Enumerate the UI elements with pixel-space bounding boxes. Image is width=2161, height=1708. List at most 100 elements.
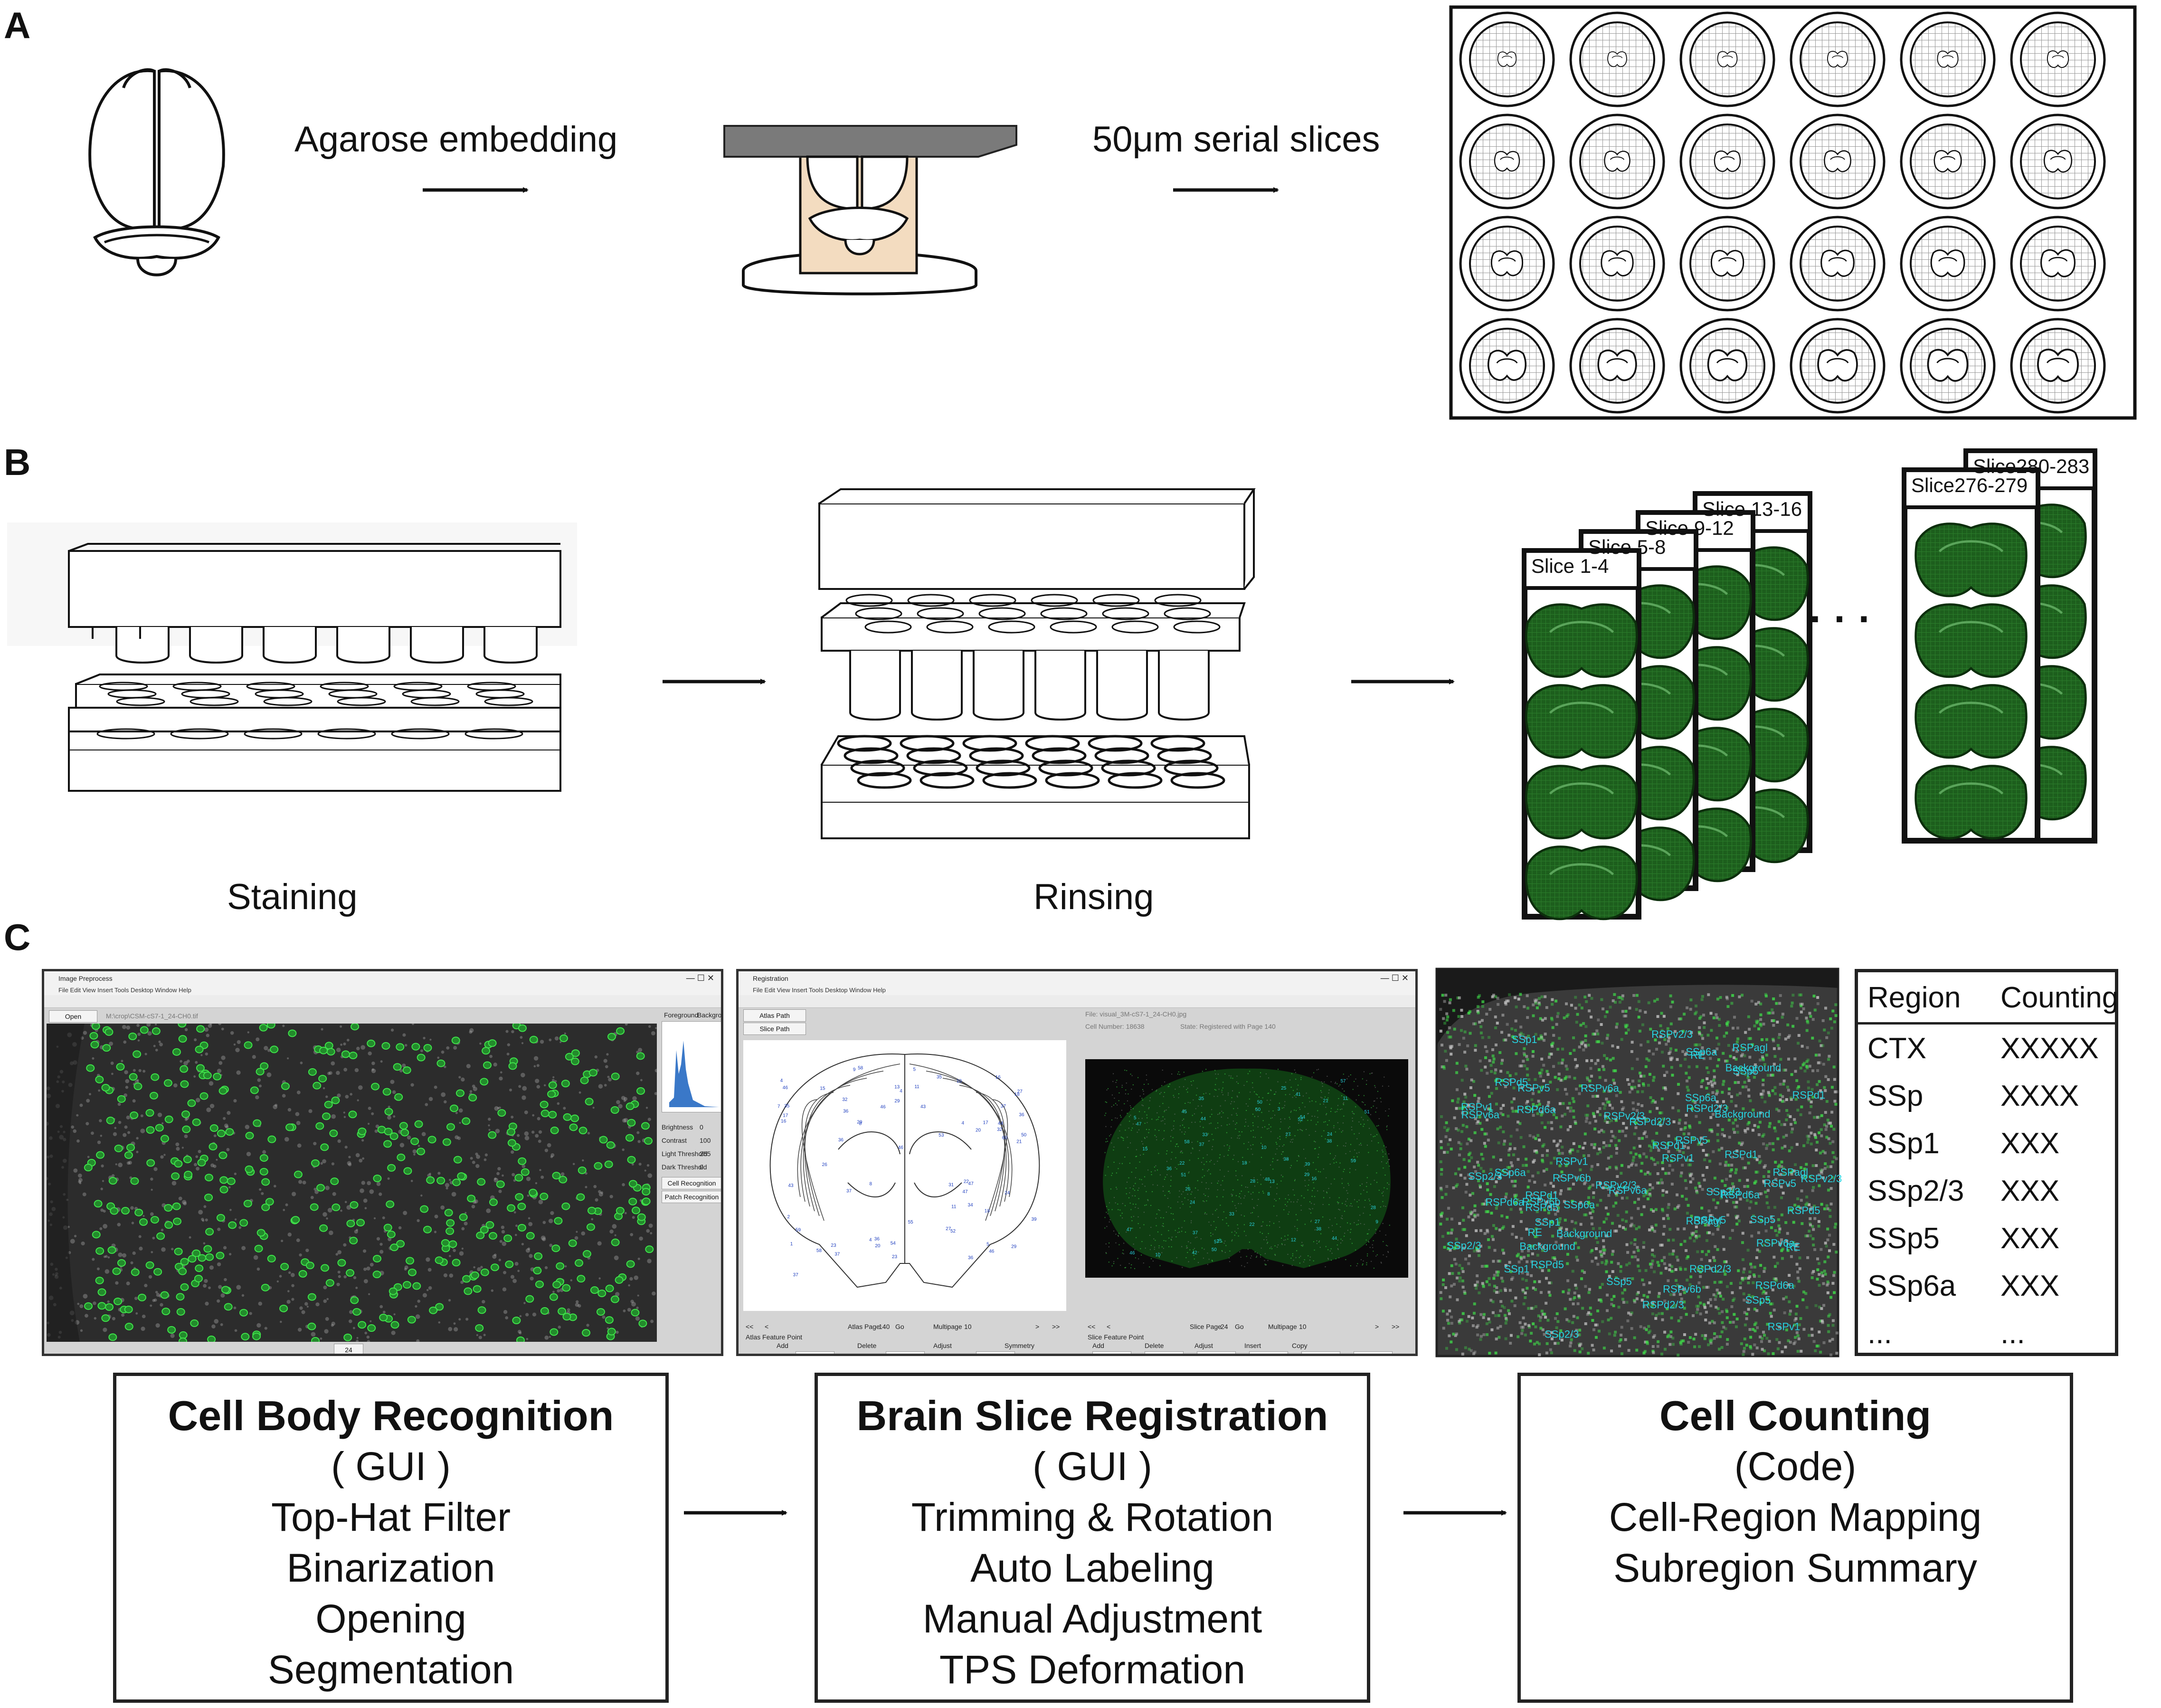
overlay-region-label: RSPd1	[1725, 1148, 1758, 1160]
cell-overlay-image: BackgroundRSPv1RSPv2/3RSPd1SSp2/3RSPd2/3…	[1435, 968, 1842, 1357]
svg-text:5: 5	[913, 1067, 916, 1072]
gui1-cell-image	[47, 1024, 657, 1342]
gui1-patch-recognition-button[interactable]: Patch Recognition	[662, 1191, 721, 1203]
gui1-foreground-checkbox[interactable]: Foreground	[664, 1011, 699, 1019]
well	[1679, 114, 1775, 209]
gui2-atlas-save-button[interactable]: Save	[976, 1351, 1015, 1354]
box3-line: (Code)	[1734, 1444, 1857, 1489]
overlay-region-label: RSPv1	[1662, 1152, 1694, 1164]
gui2-rotate-button[interactable]: Rotate	[1145, 1351, 1184, 1354]
svg-text:58: 58	[858, 1065, 863, 1071]
staining-apparatus	[7, 522, 577, 792]
gui1-menubar[interactable]: File Edit View Insert Tools Desktop Wind…	[44, 986, 721, 995]
gui2-atlas-last-button[interactable]: >>	[1052, 1323, 1060, 1330]
svg-text:16: 16	[781, 1119, 787, 1124]
box2-line: Manual Adjustment	[922, 1596, 1262, 1641]
overlay-region-label: RE	[1528, 1226, 1543, 1238]
gui2-slice-last-button[interactable]: >>	[1392, 1323, 1400, 1330]
slide-label: Slice 1-4	[1531, 555, 1609, 577]
gui2-slice-load-button[interactable]: Load	[1092, 1351, 1131, 1354]
gui1-page-field[interactable]: 24	[334, 1344, 363, 1354]
gui2-slice-delete-radio[interactable]: Delete	[1145, 1342, 1164, 1349]
table-cell-region: ...	[1867, 1317, 1892, 1350]
slide-label: Slice280-283	[1973, 455, 2090, 477]
svg-text:1: 1	[790, 1242, 793, 1247]
gui1-window-controls-icon[interactable]: — ☐ ✕	[686, 973, 714, 983]
gui1-cell-recognition-button[interactable]: Cell Recognition	[662, 1177, 721, 1189]
gui2-slice-copy-checkbox[interactable]: Copy	[1292, 1342, 1308, 1349]
gui1-contrast-label: Contrast	[662, 1137, 687, 1144]
gui1-toolbar[interactable]	[44, 995, 721, 1008]
gui2-slice-save-button[interactable]: Save	[1354, 1351, 1393, 1354]
well	[1790, 11, 1886, 107]
gui2-atlas-delete-radio[interactable]: Delete	[857, 1342, 877, 1349]
overlay-region-label: SSp1	[1504, 1263, 1529, 1275]
table-cell-region: SSp1	[1867, 1127, 1940, 1160]
gui2-atlas-multipage-field[interactable]: 10	[964, 1323, 972, 1330]
gui2-trim-button[interactable]: Trim	[1197, 1351, 1236, 1354]
slide-label: Slice 9-12	[1645, 517, 1734, 539]
gui2-slice-adjust-radio[interactable]: Adjust	[1194, 1342, 1213, 1349]
gui1-light-threshold-value[interactable]: 255	[700, 1150, 711, 1158]
gui1-contrast-value[interactable]: 100	[700, 1137, 711, 1144]
svg-text:34: 34	[968, 1203, 974, 1208]
overlay-region-label: RSPd2/3	[1629, 1116, 1671, 1128]
gui2-analysis-button[interactable]: Analysis	[1249, 1351, 1288, 1354]
slides-ellipsis: · · ·	[1810, 597, 1872, 641]
gui2-atlas-go-button[interactable]: Go	[895, 1323, 904, 1330]
well	[1459, 11, 1555, 107]
overlay-region-label: RSPv5	[1694, 1214, 1726, 1226]
gui2-slice-next-button[interactable]: >	[1375, 1323, 1379, 1330]
gui2-slice-first-button[interactable]: <<	[1088, 1323, 1096, 1330]
slide-stacks	[1522, 448, 2097, 919]
overlay-region-label: RSPv2/3	[1603, 1110, 1645, 1122]
well	[2010, 318, 2106, 414]
gui2-atlas-load-button[interactable]: Load	[886, 1351, 925, 1354]
gui2-atlas-page-field[interactable]: 140	[879, 1323, 890, 1330]
svg-text:11: 11	[951, 1205, 957, 1210]
gui2-slice-path-button[interactable]: Slice Path	[743, 1023, 806, 1035]
svg-text:21: 21	[1016, 1139, 1022, 1145]
svg-text:26: 26	[822, 1162, 828, 1167]
table-cell-region: SSp2/3	[1867, 1175, 1964, 1207]
gui2-preview-button[interactable]: Preview	[1301, 1351, 1340, 1354]
gui2-toolbar[interactable]	[739, 995, 1415, 1008]
svg-text:15: 15	[820, 1086, 825, 1091]
svg-text:10: 10	[957, 1079, 962, 1084]
overlay-region-label: RSPv6a	[1461, 1109, 1499, 1121]
gui2-menubar[interactable]: File Edit View Insert Tools Desktop Wind…	[739, 986, 1415, 995]
gui1-light-threshold-label: Light Threshold	[662, 1150, 708, 1158]
gui2-slice-prev-button[interactable]: <	[1107, 1323, 1111, 1330]
overlay-region-label: RSPd6a	[1517, 1103, 1556, 1115]
gui1-open-button[interactable]: Open	[49, 1010, 97, 1023]
gui2-slice-add-radio[interactable]: Add	[1092, 1342, 1104, 1349]
gui1-brightness-value[interactable]: 0	[700, 1123, 703, 1131]
overlay-region-label: RSPv5	[1676, 1134, 1708, 1146]
gui2-atlas-drawing: 1646243544173711233922595432183755365478…	[769, 1053, 1040, 1288]
gui1-dark-threshold-value[interactable]: 0	[700, 1163, 703, 1171]
gui2-atlas-path-button[interactable]: Atlas Path	[743, 1009, 806, 1022]
overlay-region-label: RSPv6b	[1522, 1196, 1561, 1208]
svg-text:8: 8	[859, 1121, 862, 1126]
gui2-atlas-add-radio[interactable]: Add	[777, 1342, 788, 1349]
gui2-slice-insert-radio[interactable]: Insert	[1244, 1342, 1261, 1349]
gui2-atlas-next-button[interactable]: >	[1035, 1323, 1040, 1330]
process-box-brain-slice-registration: Brain Slice Registration ( GUI ) Trimmin…	[815, 1373, 1370, 1703]
gui2-custom-button[interactable]: Custom	[796, 1351, 834, 1354]
gui2-slice-go-button[interactable]: Go	[1235, 1323, 1244, 1330]
gui2-window-controls-icon[interactable]: — ☐ ✕	[1380, 973, 1409, 983]
well	[1900, 318, 1996, 414]
well	[1459, 216, 1555, 312]
gui1-image-view[interactable]	[47, 1024, 657, 1342]
gui2-atlas-prev-button[interactable]: <	[765, 1323, 769, 1330]
gui2-atlas-first-button[interactable]: <<	[746, 1323, 754, 1330]
svg-text:50: 50	[1021, 1133, 1027, 1138]
gui1-background-checkbox[interactable]: Background	[697, 1011, 722, 1019]
gui2-slice-page-field[interactable]: 24	[1221, 1323, 1228, 1330]
svg-text:54: 54	[891, 1241, 896, 1246]
gui2-symmetry-checkbox[interactable]: Symmetry	[1005, 1342, 1034, 1349]
gui2-atlas-adjust-radio[interactable]: Adjust	[933, 1342, 952, 1349]
gui2-slice-multipage-field[interactable]: 10	[1299, 1323, 1307, 1330]
